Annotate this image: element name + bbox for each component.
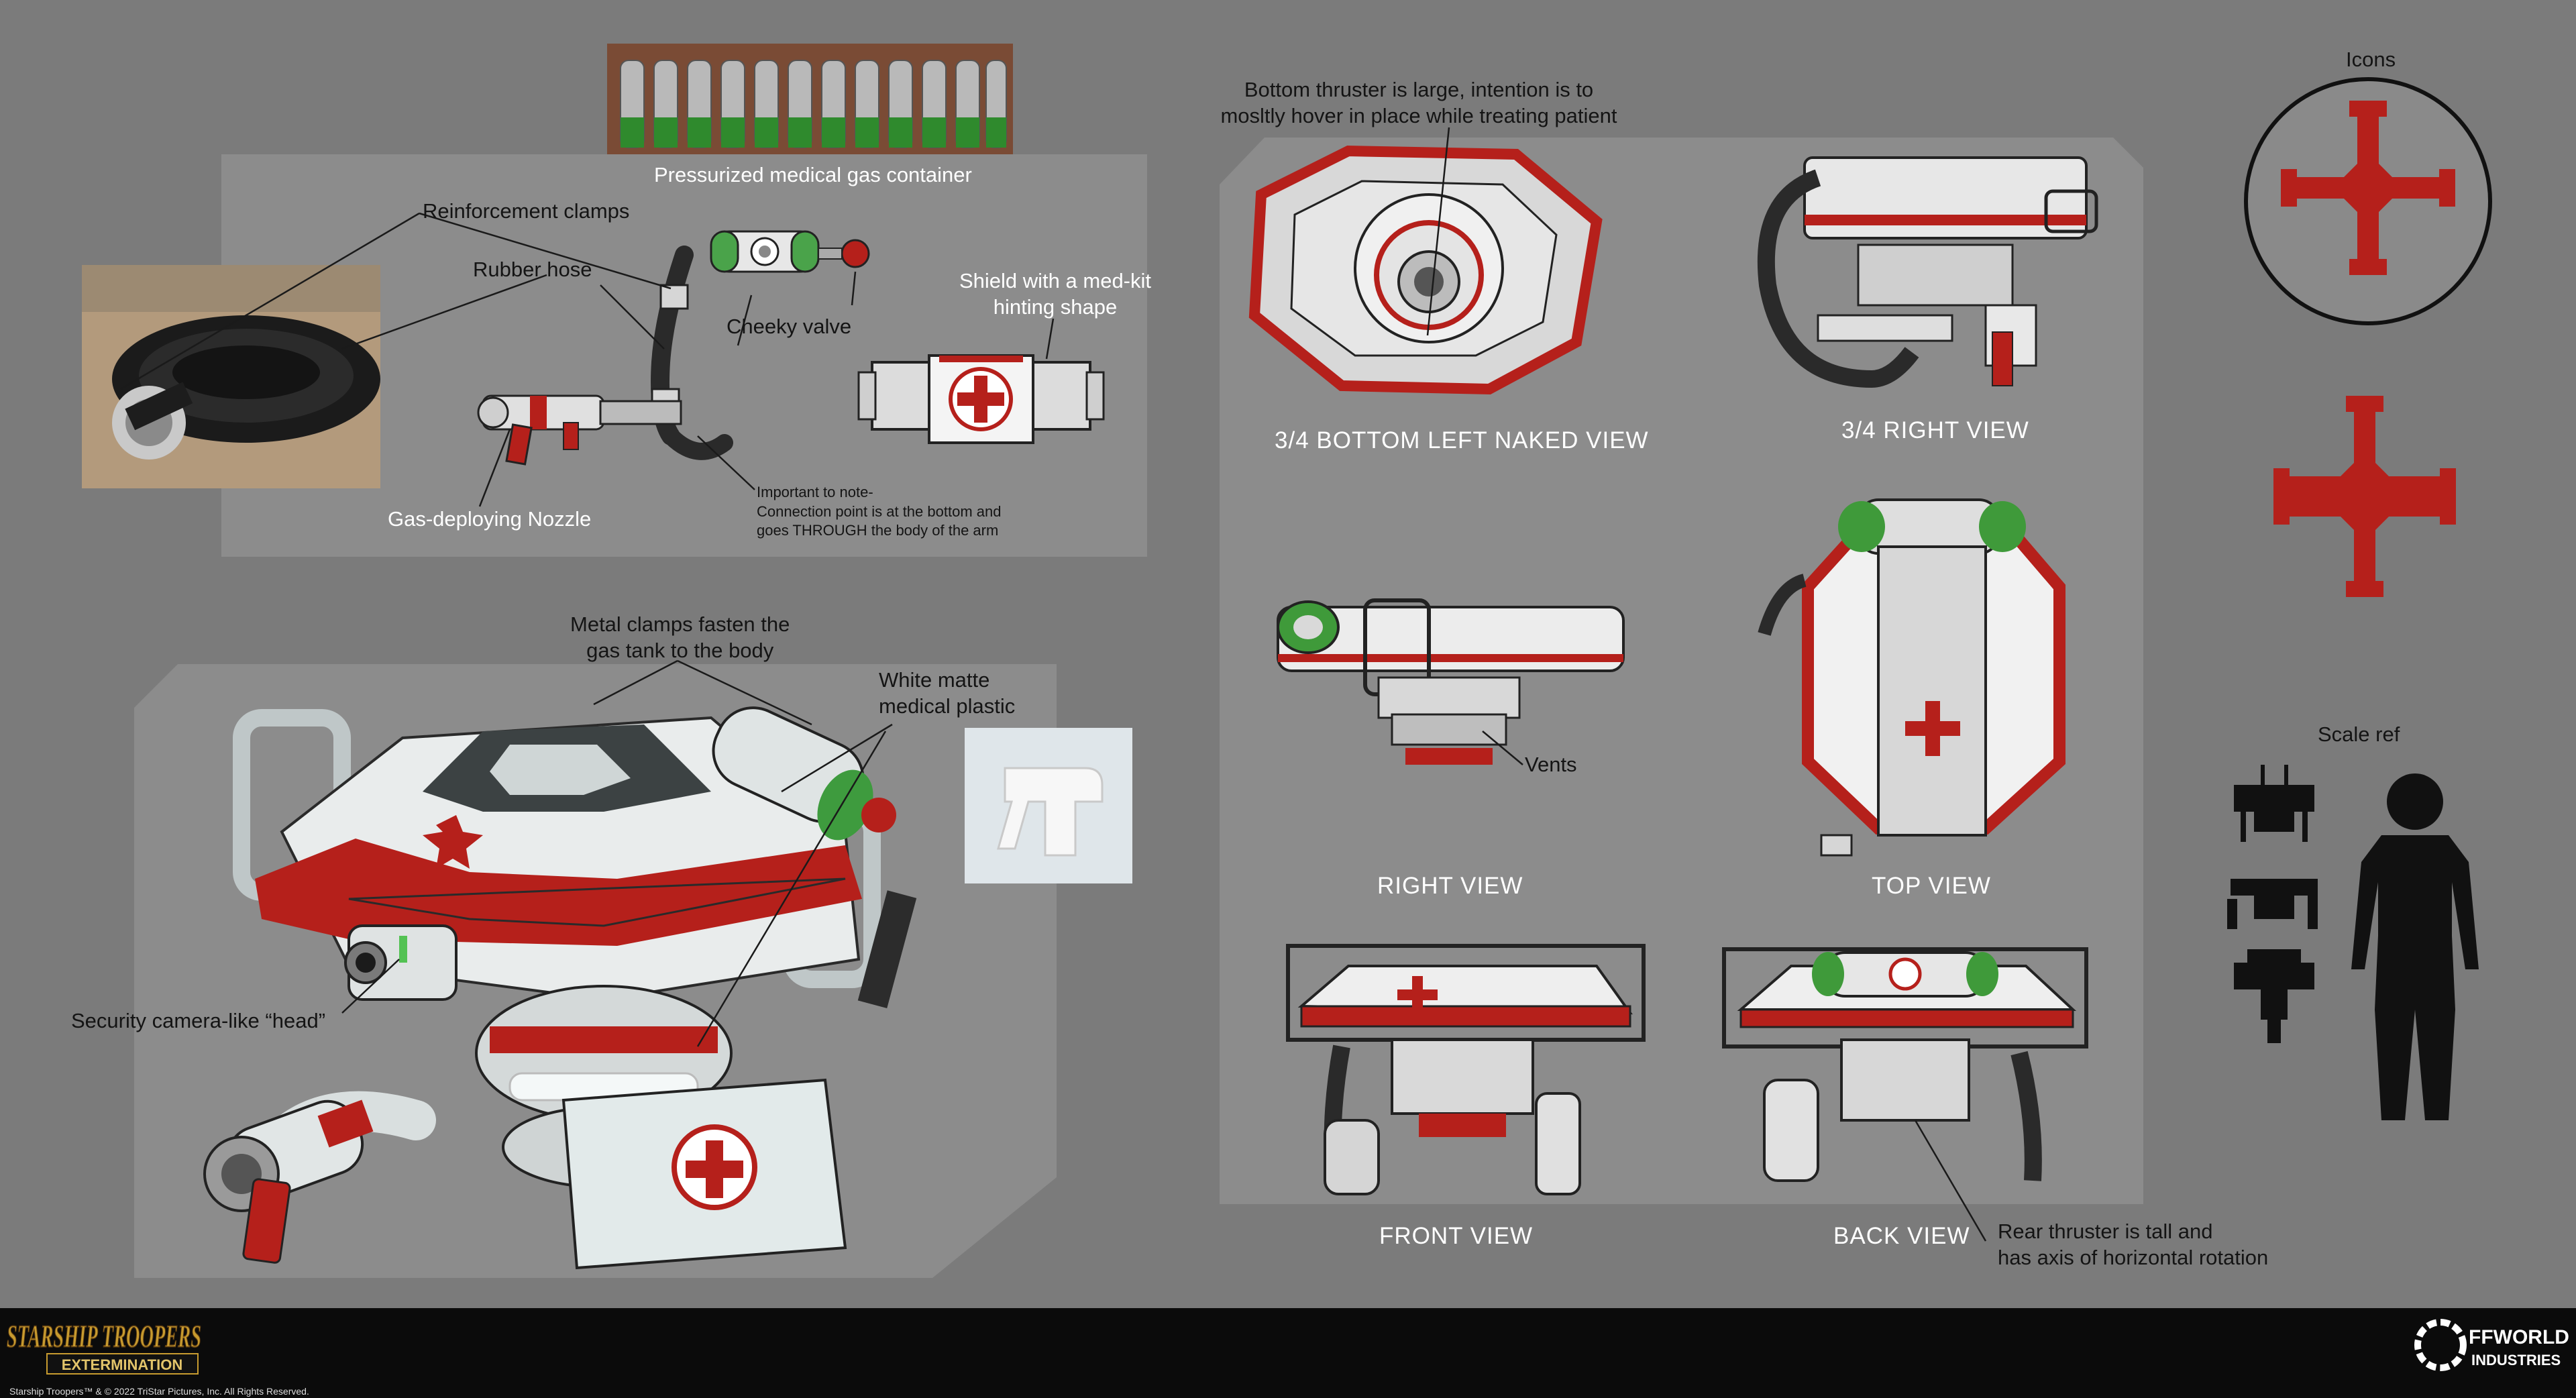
view-back-drawing: [1722, 947, 2088, 1182]
callout-bottom-thruster: Bottom thruster is large, intention is t…: [1220, 78, 1617, 127]
gas-cylinders-photo: [607, 44, 1013, 154]
callout-white-matte: White matte medical plastic: [879, 668, 1016, 718]
offworld-industries-logo: FFWORLD INDUSTRIES: [2414, 1319, 2569, 1371]
arm-assembly-sketch: [477, 230, 870, 466]
view-bottom-left-drawing: [1248, 145, 1603, 395]
label-front-view: FRONT VIEW: [1379, 1223, 1534, 1249]
scale-drone-silhouette-back: [2234, 949, 2314, 1043]
scale-human-silhouette: [2351, 773, 2479, 1120]
studio-logo-line1: FFWORLD: [2469, 1326, 2569, 1348]
callout-cheeky-valve: Cheeky valve: [727, 315, 852, 338]
view-34-right-drawing: [1757, 156, 2098, 388]
callout-rear-thruster: Rear thruster is tall and has axis of ho…: [1998, 1220, 2269, 1269]
icons-title: Icons: [2346, 48, 2396, 71]
copyright-text: Starship Troopers™ & © 2022 TriStar Pict…: [9, 1386, 309, 1397]
callout-shield: Shield with a med-kit hinting shape: [959, 269, 1152, 319]
label-34-right-view: 3/4 RIGHT VIEW: [1841, 417, 2029, 443]
callout-rubber-hose: Rubber hose: [473, 258, 592, 281]
view-top-drawing: [1758, 498, 2065, 857]
label-top-view: TOP VIEW: [1872, 873, 1991, 899]
medical-cross-icon-circle: [2244, 77, 2492, 325]
view-front-drawing: [1286, 944, 1646, 1195]
callout-pressurized-gas: Pressurized medical gas container: [654, 163, 972, 186]
callout-metal-clamps: Metal clamps fasten the gas tank to the …: [570, 612, 790, 662]
callout-security-camera: Security camera-like “head”: [71, 1009, 326, 1032]
view-right-drawing: [1277, 598, 1625, 765]
label-right-view: RIGHT VIEW: [1377, 873, 1523, 899]
medical-cross-icon: [2273, 396, 2456, 597]
label-bottom-left-view: 3/4 BOTTOM LEFT NAKED VIEW: [1275, 427, 1649, 453]
white-plastic-reference-photo: [965, 728, 1132, 883]
scale-ref-title: Scale ref: [2318, 722, 2400, 746]
callout-nozzle: Gas-deploying Nozzle: [388, 507, 592, 531]
main-drone-render: [203, 706, 917, 1270]
scale-drone-silhouette-side: [2227, 879, 2318, 929]
label-back-view: BACK VIEW: [1833, 1223, 1970, 1249]
starship-troopers-logo: STARSHIP TROOPERS EXTERMINATION: [6, 1318, 202, 1375]
footer-bar: [0, 1308, 2576, 1398]
rubber-hose-photo: [82, 265, 380, 488]
logo-title-text: STARSHIP TROOPERS: [7, 1319, 201, 1354]
scale-drone-silhouette-front: [2234, 765, 2314, 842]
logo-subtitle-text: EXTERMINATION: [62, 1356, 182, 1373]
studio-logo-line2: INDUSTRIES: [2471, 1352, 2561, 1368]
callout-important-note: Important to note- Connection point is a…: [757, 484, 1002, 539]
callout-reinforcement-clamps: Reinforcement clamps: [423, 199, 630, 223]
callout-vents: Vents: [1525, 753, 1577, 776]
shield-sketch: [857, 354, 1105, 444]
